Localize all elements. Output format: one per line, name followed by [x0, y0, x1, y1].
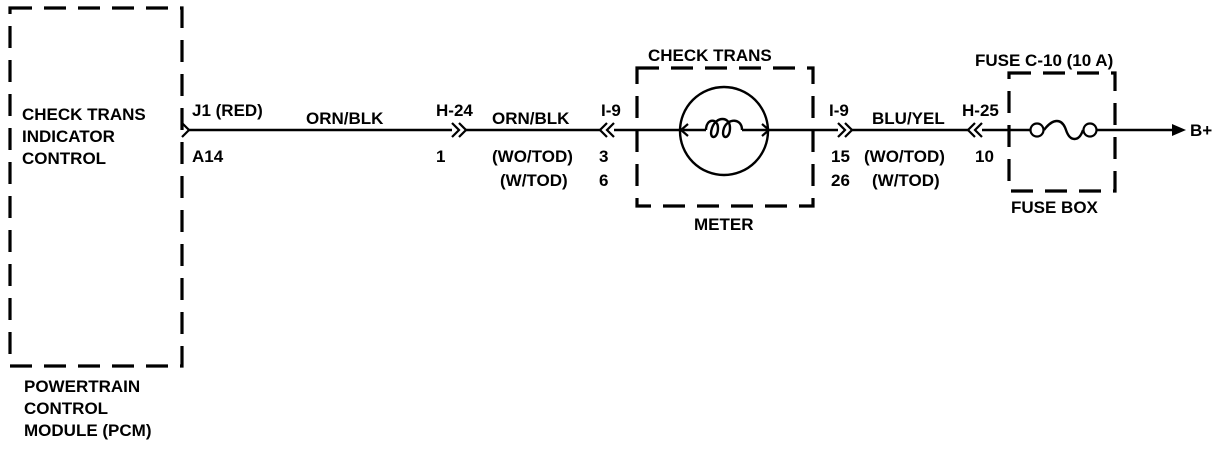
wire-c-w-tod-label: (W/TOD): [872, 171, 940, 190]
pcm-block-line-2: INDICATOR: [22, 127, 115, 146]
pcm-block-line-1: CHECK TRANS: [22, 105, 146, 124]
wire-a-color-label: ORN/BLK: [306, 109, 384, 128]
fuse-terminal-left-icon: [1029, 122, 1045, 138]
pcm-pin-label: A14: [192, 147, 224, 166]
h24-connector-label: H-24: [436, 101, 473, 120]
i9-left-connector-label: I-9: [601, 101, 621, 120]
i9-left-connector-symbol-a: [598, 122, 608, 138]
wire-b-wo-tod-label: (WO/TOD): [492, 147, 573, 166]
meter-title: CHECK TRANS: [648, 46, 772, 65]
h25-connector-symbol-a: [966, 122, 976, 138]
wire-b-w-tod-label: (W/TOD): [500, 171, 568, 190]
i9-right-pin-wo-tod: 15: [831, 147, 850, 166]
h25-connector-label: H-25: [962, 101, 999, 120]
pcm-name-line-2: CONTROL: [24, 399, 108, 418]
i9-left-pin-wo-tod: 3: [599, 147, 608, 166]
pcm-box: [8, 6, 184, 368]
fuse-label: FUSE C-10 (10 A): [975, 51, 1113, 70]
pcm-name-line-3: MODULE (PCM): [24, 421, 151, 440]
fuse-terminal-right-icon: [1082, 122, 1098, 138]
lamp-terminal-left-icon: [679, 123, 689, 137]
pcm-block-line-3: CONTROL: [22, 149, 106, 168]
h25-pin-label: 10: [975, 147, 994, 166]
meter-box: [635, 66, 815, 208]
power-label: B+: [1190, 121, 1212, 140]
i9-left-connector-symbol-b: [605, 122, 615, 138]
i9-right-connector-label: I-9: [829, 101, 849, 120]
h25-connector-symbol-b: [973, 122, 983, 138]
fuse-box: [1007, 71, 1117, 193]
wire-b-color-label: ORN/BLK: [492, 109, 570, 128]
i9-right-connector-symbol-a: [837, 122, 847, 138]
lamp-filament-icon: [704, 117, 744, 139]
i9-right-pin-w-tod: 26: [831, 171, 850, 190]
fuse-element-icon: [1043, 119, 1085, 141]
i9-left-pin-w-tod: 6: [599, 171, 608, 190]
h24-connector-symbol-a: [451, 122, 461, 138]
wire-c-wo-tod-label: (WO/TOD): [864, 147, 945, 166]
pcm-name-line-1: POWERTRAIN: [24, 377, 140, 396]
h24-pin-label: 1: [436, 147, 445, 166]
power-arrow-icon: [1172, 124, 1186, 136]
fuse-box-name: FUSE BOX: [1011, 198, 1099, 217]
wire-c-color-label: BLU/YEL: [872, 109, 945, 128]
pcm-connector-label: J1 (RED): [192, 101, 263, 120]
meter-name: METER: [694, 215, 754, 234]
